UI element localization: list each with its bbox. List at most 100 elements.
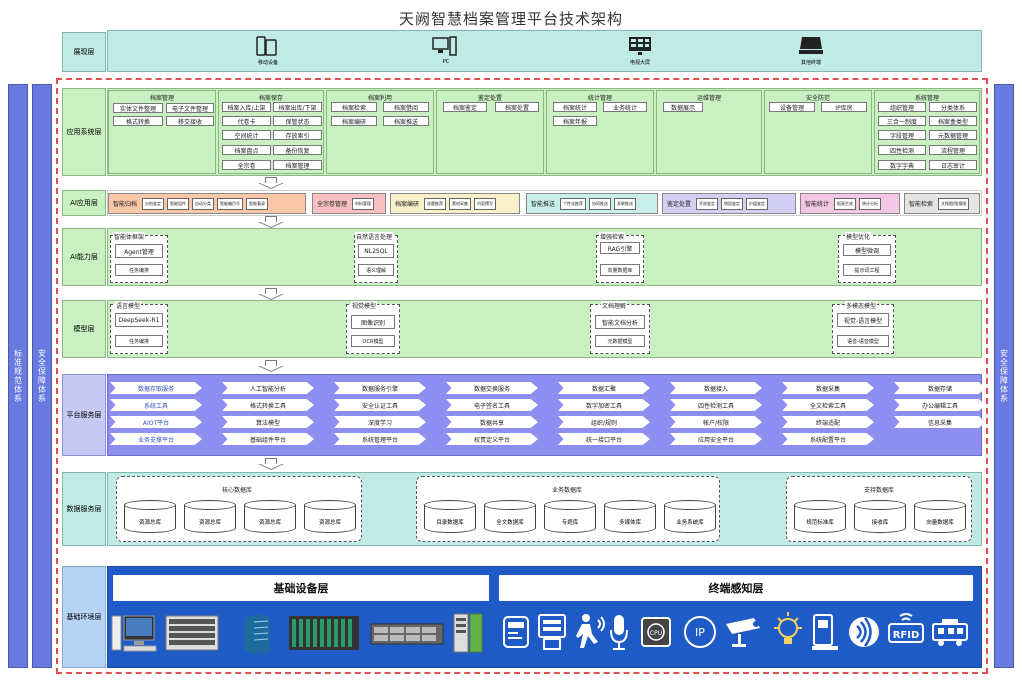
- module-item[interactable]: 档案处置: [495, 102, 539, 112]
- module-item[interactable]: 档案统计: [553, 102, 597, 112]
- module-item[interactable]: 日志审计: [929, 160, 977, 170]
- ai-cap-item[interactable]: 模型微调: [843, 244, 891, 256]
- module-item[interactable]: 档案检索: [331, 102, 377, 112]
- platform-service-item[interactable]: 应用安全平台: [670, 433, 762, 445]
- model-item[interactable]: 语音-语音模型: [837, 335, 889, 347]
- model-item[interactable]: 元数据模型: [595, 335, 645, 347]
- platform-service-item[interactable]: 电子签名工具: [446, 399, 538, 411]
- ai-cap-item[interactable]: 向量数据库: [600, 264, 640, 276]
- module-item[interactable]: 档案盘点: [222, 145, 271, 155]
- module-item[interactable]: 档案管理: [273, 160, 322, 170]
- module-item[interactable]: 备份恢复: [273, 145, 322, 155]
- module-item[interactable]: 档案盒类型: [929, 116, 977, 126]
- module-item[interactable]: 字段管理: [878, 130, 926, 140]
- ai-cap-item[interactable]: Agent管理: [115, 244, 163, 258]
- ai-group-item[interactable]: 协同推送: [589, 197, 612, 210]
- module-item[interactable]: 流程管理: [929, 145, 977, 155]
- platform-service-item[interactable]: 基础组件平台: [222, 433, 314, 445]
- platform-service-item[interactable]: 数据存储: [894, 382, 986, 394]
- platform-service-item[interactable]: 格式转换工具: [222, 399, 314, 411]
- ai-cap-item[interactable]: 任务编排: [115, 264, 163, 276]
- ai-group-item[interactable]: 内容撰写: [474, 197, 497, 210]
- module-item[interactable]: 保管状态: [273, 116, 322, 126]
- ai-group-item[interactable]: 分档鉴定: [142, 197, 165, 210]
- ai-group-item[interactable]: 个性化推荐: [560, 197, 587, 210]
- model-item[interactable]: OCR模型: [351, 335, 395, 347]
- module-item[interactable]: 设备管理: [769, 102, 815, 112]
- module-item[interactable]: IP库房: [821, 102, 867, 112]
- ai-group-item[interactable]: 素材采集: [449, 197, 472, 210]
- module-item[interactable]: 数据展示: [663, 102, 703, 112]
- module-item[interactable]: 格式转换: [113, 116, 163, 126]
- platform-service-item[interactable]: 四性检测工具: [670, 399, 762, 411]
- ai-cap-item[interactable]: 提示词工程: [843, 264, 891, 276]
- platform-service-item[interactable]: 系统工具: [110, 399, 202, 411]
- model-item[interactable]: 视觉-语言模型: [837, 313, 889, 327]
- ai-group-item[interactable]: 智能著录: [246, 197, 269, 210]
- model-item[interactable]: DeepSeek-R1: [115, 313, 163, 327]
- module-item[interactable]: 档案年报: [553, 116, 597, 126]
- ai-group-item[interactable]: 开放鉴定: [696, 197, 719, 210]
- platform-service-item[interactable]: 统一接口平台: [558, 433, 650, 445]
- platform-service-item[interactable]: 数字加密工具: [558, 399, 650, 411]
- platform-service-item[interactable]: 帐户/权限: [670, 416, 762, 428]
- platform-service-item[interactable]: 办公编辑工具: [894, 399, 986, 411]
- platform-service-item[interactable]: 数据服务引擎: [334, 382, 426, 394]
- module-item[interactable]: 全宗卷: [222, 160, 271, 170]
- ai-group-item[interactable]: 自动分类: [192, 197, 215, 210]
- module-item[interactable]: 组织管理: [878, 102, 926, 112]
- ai-group-item[interactable]: 关联推送: [614, 197, 637, 210]
- platform-service-item[interactable]: 系统管理平台: [334, 433, 426, 445]
- module-item[interactable]: 代卷卡: [222, 116, 271, 126]
- platform-service-item[interactable]: 数据存取服务: [110, 382, 202, 394]
- module-item[interactable]: 档案借阅: [383, 102, 429, 112]
- module-item[interactable]: 档案出库/下架: [273, 102, 322, 112]
- platform-service-item[interactable]: 信息采集: [894, 416, 986, 428]
- ai-group-item[interactable]: 文搜图/图搜图: [938, 197, 970, 210]
- ai-group-item[interactable]: 材料管理: [352, 197, 375, 210]
- ai-group-item[interactable]: 销毁鉴定: [721, 197, 744, 210]
- platform-service-item[interactable]: 数据共享: [446, 416, 538, 428]
- module-item[interactable]: 空间统计: [222, 130, 271, 140]
- ai-cap-item[interactable]: RAG引擎: [600, 242, 640, 254]
- module-item[interactable]: 档案编研: [331, 116, 377, 126]
- platform-service-item[interactable]: 数据接入: [670, 382, 762, 394]
- ai-group-item[interactable]: 价值鉴定: [746, 197, 769, 210]
- platform-service-item[interactable]: 业务支撑平台: [110, 433, 202, 445]
- platform-service-item[interactable]: 人工智能分析: [222, 382, 314, 394]
- module-item[interactable]: 实体文件整理: [113, 103, 163, 113]
- ai-group-item[interactable]: 智能组件: [167, 197, 190, 210]
- platform-service-item[interactable]: 安全认证工具: [334, 399, 426, 411]
- model-item[interactable]: 图像识别: [351, 315, 395, 329]
- ai-cap-item[interactable]: NL2SQL: [358, 244, 394, 258]
- platform-service-item[interactable]: AIOT平台: [110, 416, 202, 428]
- platform-service-item[interactable]: 数据汇聚: [558, 382, 650, 394]
- model-item[interactable]: 任务编排: [115, 335, 163, 347]
- module-item[interactable]: 分类体系: [929, 102, 977, 112]
- module-item[interactable]: 数字字典: [878, 160, 926, 170]
- platform-service-item[interactable]: 数据采集: [782, 382, 874, 394]
- module-item[interactable]: 移交接收: [166, 116, 214, 126]
- module-item[interactable]: 档案推送: [383, 116, 429, 126]
- module-item[interactable]: 档案入库/上架: [222, 102, 271, 112]
- platform-service-item[interactable]: 数据交换服务: [446, 382, 538, 394]
- platform-service-item[interactable]: 全文检索工具: [782, 399, 874, 411]
- module-item[interactable]: 四性检测: [878, 145, 926, 155]
- ai-group-item[interactable]: 选题推荐: [424, 197, 447, 210]
- module-item[interactable]: 档案鉴定: [443, 102, 487, 112]
- platform-service-item[interactable]: 深度学习: [334, 416, 426, 428]
- platform-service-item[interactable]: 算法模型: [222, 416, 314, 428]
- ai-group-item[interactable]: 智能编目号: [217, 197, 244, 210]
- ai-cap-item[interactable]: 语义理解: [358, 264, 394, 276]
- module-item[interactable]: 电子文件整理: [166, 103, 214, 113]
- ai-group-item[interactable]: 报表生成: [834, 197, 857, 210]
- module-item[interactable]: 存放索引: [273, 130, 322, 140]
- platform-service-item[interactable]: 组织/规则: [558, 416, 650, 428]
- module-item[interactable]: 元数据管理: [929, 130, 977, 140]
- platform-service-item[interactable]: 终端适配: [782, 416, 874, 428]
- model-item[interactable]: 智能文档分析: [595, 315, 645, 329]
- module-item[interactable]: 三合一制度: [878, 116, 926, 126]
- ai-group-item[interactable]: 统计分析: [859, 197, 882, 210]
- platform-service-item[interactable]: 系统配置平台: [782, 433, 874, 445]
- platform-service-item[interactable]: 权责定义平台: [446, 433, 538, 445]
